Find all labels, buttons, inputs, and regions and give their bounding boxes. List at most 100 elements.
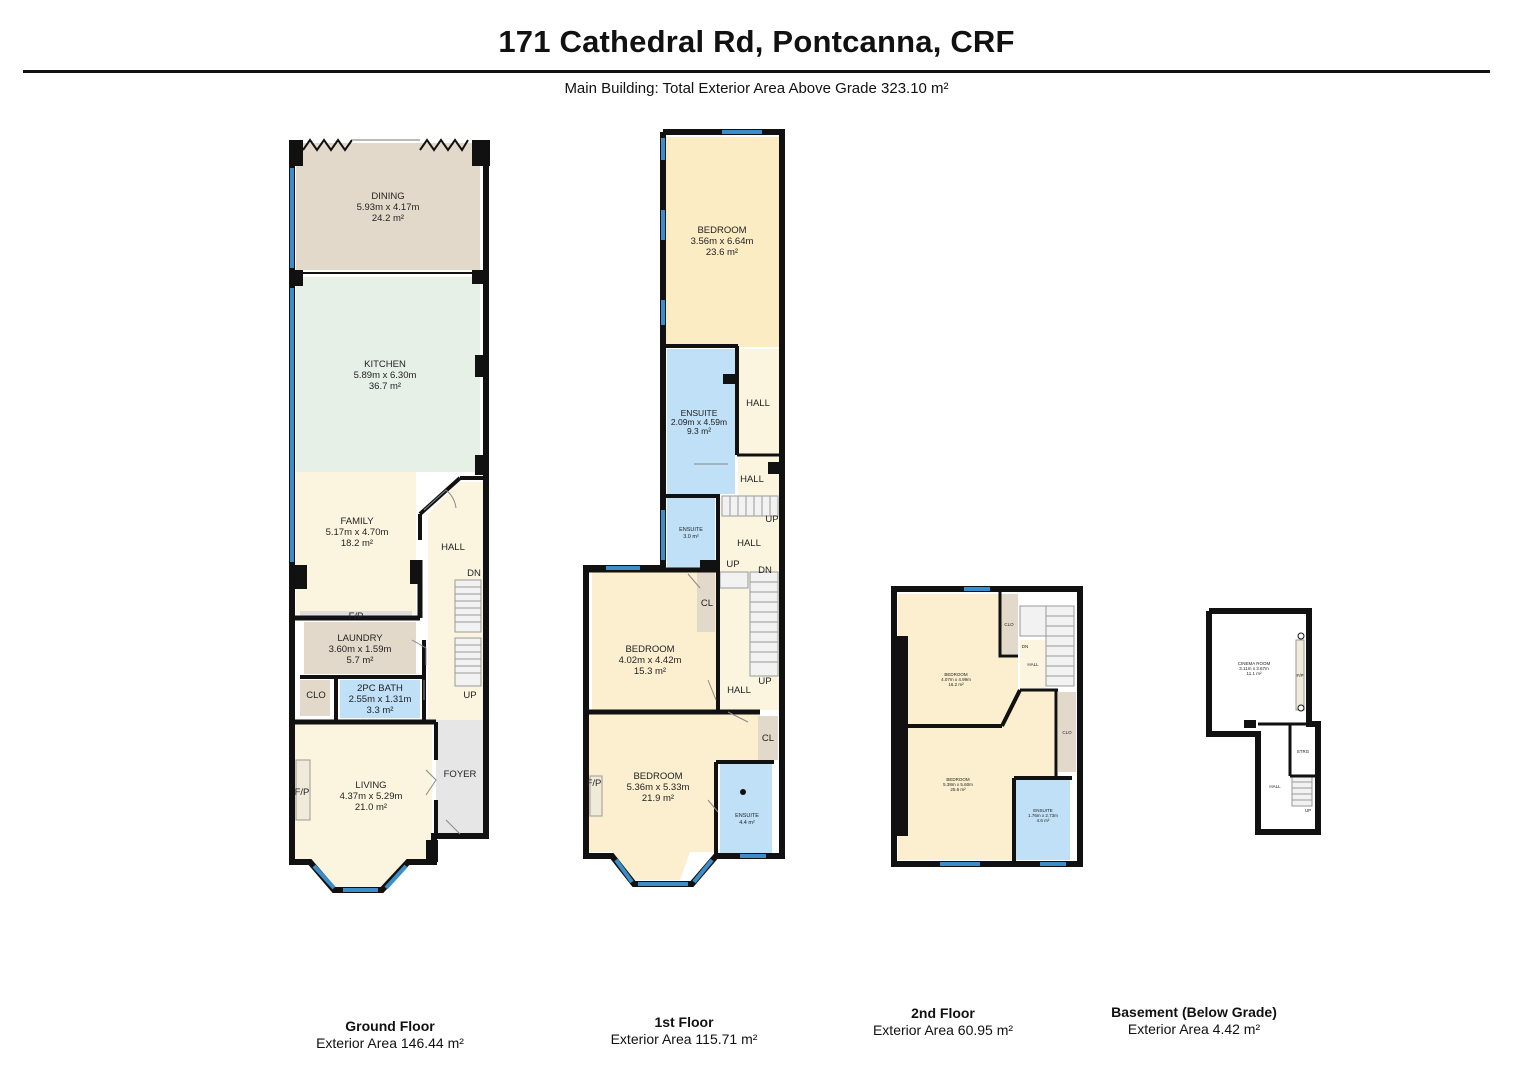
laundry-label: LAUNDRY xyxy=(337,633,383,644)
cinema-dims: 3.11m x 3.67m xyxy=(1239,666,1269,671)
living-room xyxy=(294,724,432,890)
first-floor-name: 1st Floor xyxy=(654,1014,714,1030)
dining-label: DINING xyxy=(371,191,404,202)
bedroom-top-area: 23.6 m² xyxy=(706,247,738,258)
first-floor-plan xyxy=(583,129,785,887)
ground-hall-label: HALL xyxy=(441,542,465,553)
second-bedroom-a-area: 16.2 m² xyxy=(948,682,964,687)
foyer-room xyxy=(436,720,484,836)
family-fp-label: F/P xyxy=(349,611,364,622)
basement-stairs xyxy=(1291,775,1313,807)
bath-area: 3.3 m² xyxy=(367,705,394,716)
first-fp-label: F/P xyxy=(587,778,602,789)
page-title: 171 Cathedral Rd, Pontcanna, CRF xyxy=(498,24,1015,59)
bath-dims: 2.55m x 1.31m xyxy=(349,694,412,705)
dining-area: 24.2 m² xyxy=(372,213,404,224)
cinema-area: 11.1 m² xyxy=(1247,671,1262,676)
living-fp-label: F/P xyxy=(295,787,310,798)
basement-name: Basement (Below Grade) xyxy=(1111,1004,1277,1020)
bedroom-mid-area: 15.3 m² xyxy=(634,666,666,677)
ground-floor-name: Ground Floor xyxy=(345,1018,435,1034)
ground-stairs xyxy=(454,579,482,687)
ensuite-big-dims: 2.09m x 4.59m xyxy=(671,417,727,427)
living-area: 21.0 m² xyxy=(355,802,387,813)
ground-clo-label: CLO xyxy=(306,690,326,701)
hall-2-room xyxy=(1020,640,1046,688)
first-cl-a-label: CL xyxy=(701,598,713,609)
ensuite-small-room xyxy=(667,498,715,568)
cl-b-room xyxy=(758,716,778,760)
laundry-dims: 3.60m x 1.59m xyxy=(329,644,392,655)
ensuite-2-room xyxy=(1016,780,1070,860)
basement-area: Exterior Area 4.42 m² xyxy=(1127,1021,1261,1037)
basement-hall-label: HALL xyxy=(1269,784,1281,789)
first-hall-a-label: HALL xyxy=(746,398,770,409)
second-dn-label: DN xyxy=(1022,644,1029,649)
ensuite-bot-area: 4.4 m² xyxy=(739,820,755,826)
ensuite-small-label: ENSUITE xyxy=(679,527,703,533)
basement-strg-label: STRG xyxy=(1297,749,1310,754)
second-hall-label: HALL xyxy=(1027,662,1039,667)
second-clo-a-label: CLO xyxy=(1004,622,1014,627)
first-stairs xyxy=(719,495,779,677)
bedroom-b-room xyxy=(898,690,1056,860)
dining-room xyxy=(296,143,480,270)
kitchen-dims: 5.89m x 6.30m xyxy=(354,370,417,381)
first-up-b-label: UP xyxy=(726,559,739,570)
ensuite-big-label: ENSUITE xyxy=(681,408,718,418)
bath-label: 2PC BATH xyxy=(357,683,403,694)
second-floor-plan xyxy=(891,586,1083,867)
cinema-label: CINEMA ROOM xyxy=(1238,661,1271,666)
bedroom-top-room xyxy=(666,137,780,347)
living-dims: 4.37m x 5.29m xyxy=(340,791,403,802)
second-clo-b-label: CLO xyxy=(1062,730,1072,735)
bedroom-top-label: BEDROOM xyxy=(697,225,746,236)
bedroom-bot-label: BEDROOM xyxy=(633,771,682,782)
second-floor-caption: 2nd Floor Exterior Area 60.95 m² xyxy=(843,1005,1043,1039)
hall-a-room xyxy=(738,349,780,464)
second-bedroom-a-dims: 4.07m x 4.99m xyxy=(941,677,971,682)
laundry-room xyxy=(304,622,416,674)
clo-a-room xyxy=(1000,594,1018,654)
family-fireplace xyxy=(300,611,412,619)
first-up-c-label: UP xyxy=(758,676,771,687)
living-label: LIVING xyxy=(355,780,386,791)
second-bedroom-b-label: BEDROOM xyxy=(946,777,970,782)
second-ensuite-label: ENSUITE xyxy=(1033,808,1053,813)
bath-room xyxy=(340,680,420,718)
second-bedroom-a-label: BEDROOM xyxy=(944,672,968,677)
ensuite-small-area: 3.0 m² xyxy=(683,534,699,540)
clo-room xyxy=(300,680,330,716)
cl-a-room xyxy=(697,572,715,632)
kitchen-room xyxy=(296,277,480,472)
bedroom-top-dims: 3.56m x 6.64m xyxy=(691,236,754,247)
basement-window xyxy=(1244,720,1256,728)
basement-plan xyxy=(1206,608,1321,835)
basement-caption: Basement (Below Grade) Exterior Area 4.4… xyxy=(1084,1004,1304,1038)
second-stairs xyxy=(1019,605,1075,687)
ground-dn-label: DN xyxy=(467,568,481,579)
ensuite-bot-room xyxy=(720,764,772,854)
bedroom-bot-room xyxy=(588,714,760,880)
ensuite-bot-label: ENSUITE xyxy=(735,813,759,819)
bedroom-mid-dims: 4.02m x 4.42m xyxy=(619,655,682,666)
first-hall-c-label: HALL xyxy=(737,538,761,549)
cinema-room-fill xyxy=(1212,614,1306,732)
ground-floor-plan xyxy=(289,138,490,893)
second-floor-name: 2nd Floor xyxy=(911,1005,975,1021)
dining-dims: 5.93m x 4.17m xyxy=(357,202,420,213)
second-bedroom-b-area: 25.6 m² xyxy=(950,787,966,792)
kitchen-area: 36.7 m² xyxy=(369,381,401,392)
family-area: 18.2 m² xyxy=(341,538,373,549)
page-subtitle: Main Building: Total Exterior Area Above… xyxy=(564,80,949,97)
first-floor-caption: 1st Floor Exterior Area 115.71 m² xyxy=(584,1014,784,1048)
second-floor-area: Exterior Area 60.95 m² xyxy=(872,1022,1014,1038)
bedroom-mid-room xyxy=(592,572,716,712)
bedroom-mid-label: BEDROOM xyxy=(625,644,674,655)
clo-b-room xyxy=(1058,692,1076,772)
basement-up-label: UP xyxy=(1305,808,1311,813)
first-up-a-label: UP xyxy=(765,514,778,525)
bedroom-bot-dims: 5.36m x 5.33m xyxy=(627,782,690,793)
kitchen-label: KITCHEN xyxy=(364,359,406,370)
